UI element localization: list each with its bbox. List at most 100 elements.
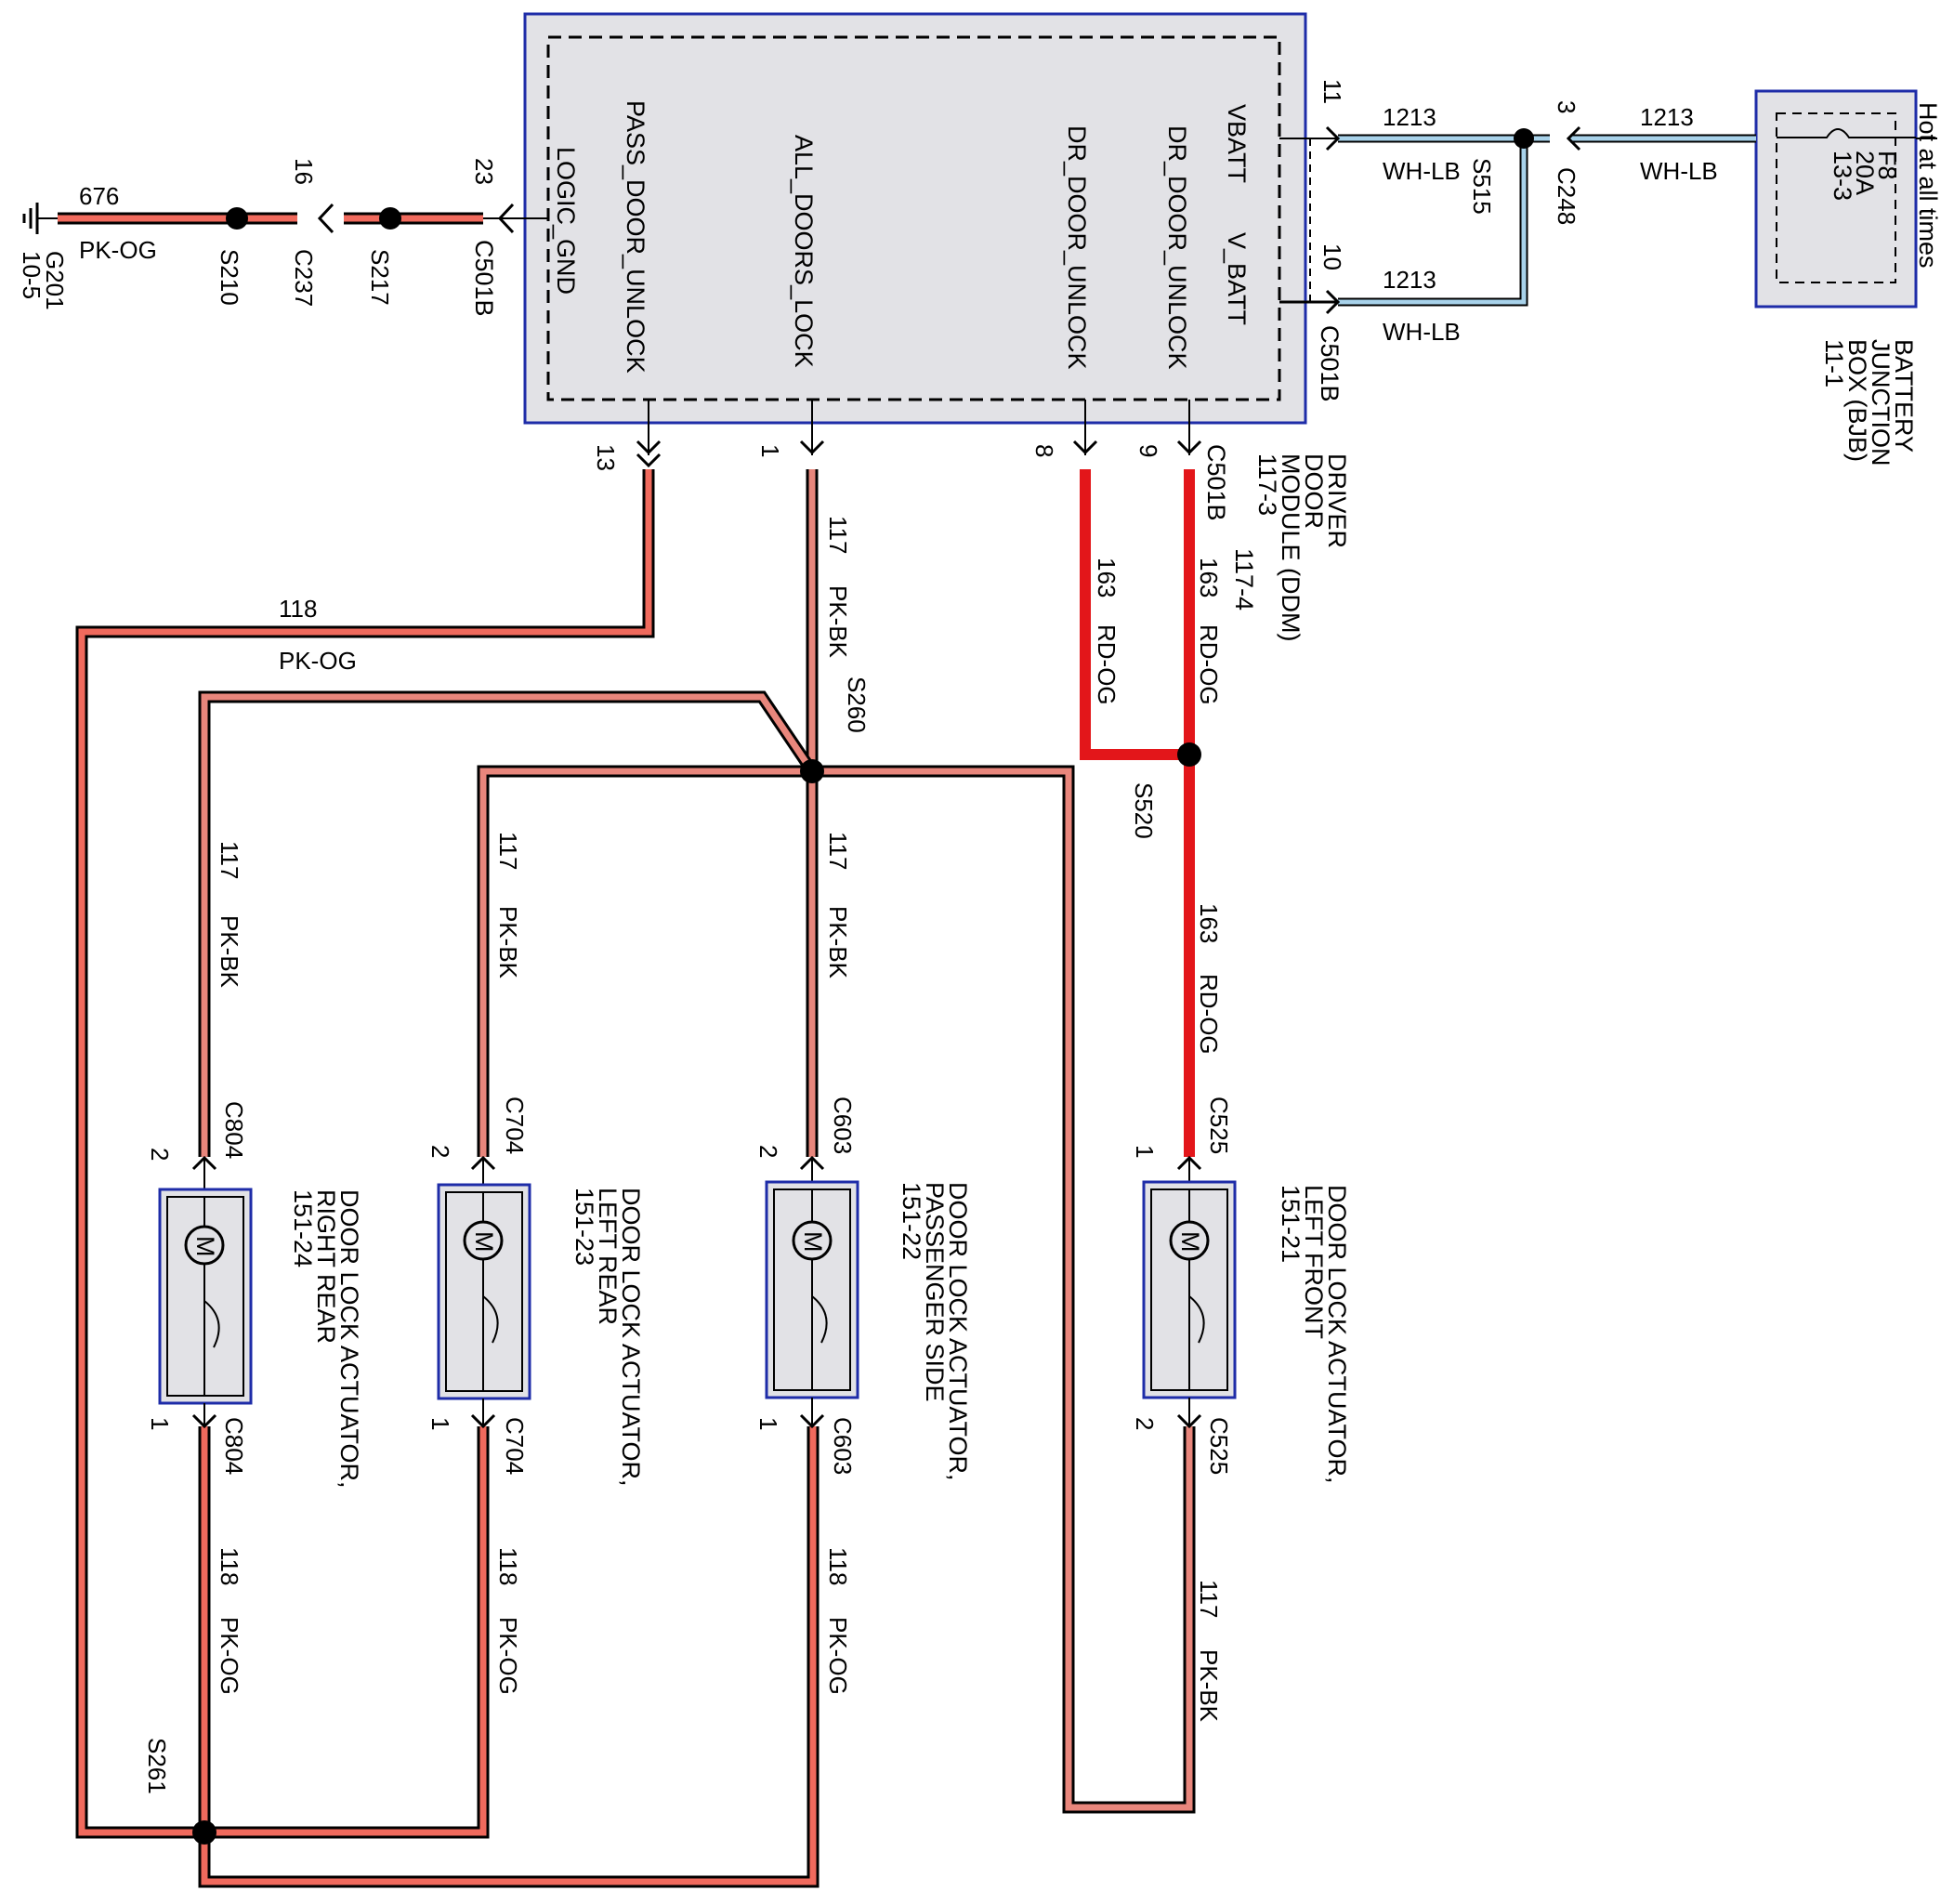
pin-name-pass-door-unlock: PASS_DOOR_UNLOCK bbox=[622, 100, 649, 374]
svg-text:PK-BK: PK-BK bbox=[824, 585, 852, 659]
svg-text:23: 23 bbox=[470, 158, 498, 185]
svg-text:1213: 1213 bbox=[1383, 266, 1436, 294]
splice-s520 bbox=[1177, 742, 1201, 767]
actuator-name-right-rear: DOOR LOCK ACTUATOR, RIGHT REAR 151-24 bbox=[289, 1189, 363, 1489]
svg-text:20A: 20A bbox=[1851, 151, 1879, 195]
svg-text:117: 117 bbox=[824, 832, 852, 870]
splice-s260 bbox=[800, 759, 824, 783]
svg-text:676: 676 bbox=[79, 182, 119, 210]
svg-text:117-4: 117-4 bbox=[1230, 548, 1258, 611]
svg-text:117: 117 bbox=[216, 841, 243, 879]
svg-text:117: 117 bbox=[1195, 1580, 1223, 1618]
connector-c237: C237 bbox=[290, 249, 318, 307]
svg-text:PK-OG: PK-OG bbox=[824, 1617, 852, 1695]
actuator-left-rear bbox=[437, 1155, 531, 1429]
svg-text:DOOR LOCK ACTUATOR,: DOOR LOCK ACTUATOR, bbox=[1323, 1185, 1351, 1484]
svg-text:C525: C525 bbox=[1205, 1417, 1233, 1475]
splice-s515 bbox=[1514, 128, 1534, 149]
pin-name-v-batt: V_BATT bbox=[1223, 232, 1251, 325]
svg-text:1: 1 bbox=[426, 1417, 454, 1430]
fuse-label: F8 20A 13-3 bbox=[1829, 151, 1901, 201]
svg-text:2: 2 bbox=[754, 1145, 782, 1158]
svg-text:M: M bbox=[191, 1236, 219, 1257]
svg-text:LEFT REAR: LEFT REAR bbox=[594, 1188, 622, 1325]
pin-name-dr-door-unlock-2: DR_DOOR_UNLOCK bbox=[1063, 125, 1091, 370]
svg-text:16: 16 bbox=[290, 158, 318, 185]
svg-text:PK-BK: PK-BK bbox=[1195, 1649, 1223, 1723]
svg-text:DRIVER: DRIVER bbox=[1323, 453, 1351, 548]
svg-text:F8: F8 bbox=[1873, 151, 1901, 180]
motor-icon bbox=[792, 1220, 833, 1261]
ddm-title: DRIVER DOOR MODULE (DDM) 117-3 117-4 bbox=[1230, 453, 1351, 642]
pin-name-all-doors-lock: ALL_DOORS_LOCK bbox=[790, 135, 818, 368]
svg-text:RD-OG: RD-OG bbox=[1195, 974, 1223, 1055]
svg-text:C804: C804 bbox=[220, 1417, 248, 1475]
svg-text:1213: 1213 bbox=[1640, 103, 1694, 131]
svg-text:PK-OG: PK-OG bbox=[79, 236, 157, 264]
svg-text:PK-OG: PK-OG bbox=[279, 647, 357, 675]
svg-text:C704: C704 bbox=[501, 1096, 529, 1154]
pin-name-logic-gnd: LOGIC_GND bbox=[552, 147, 580, 295]
connector-c501b-right: C501B bbox=[1316, 325, 1344, 402]
splice-s261 bbox=[192, 1820, 216, 1845]
ground-wires bbox=[22, 203, 548, 234]
svg-text:1: 1 bbox=[754, 1417, 782, 1430]
svg-text:RD-OG: RD-OG bbox=[1093, 624, 1121, 705]
hot-at-all-times: Hot at all times bbox=[1914, 102, 1942, 269]
pin-name-dr-door-unlock: DR_DOOR_UNLOCK bbox=[1163, 125, 1191, 370]
svg-text:10-5: 10-5 bbox=[18, 251, 46, 299]
svg-text:C704: C704 bbox=[501, 1417, 529, 1475]
svg-text:WH-LB: WH-LB bbox=[1383, 157, 1461, 185]
svg-text:C603: C603 bbox=[829, 1417, 857, 1475]
svg-text:S520: S520 bbox=[1130, 782, 1158, 839]
splice-s210-label: S210 bbox=[216, 249, 243, 306]
svg-text:2: 2 bbox=[1131, 1417, 1159, 1430]
svg-text:DOOR LOCK ACTUATOR,: DOOR LOCK ACTUATOR, bbox=[617, 1188, 645, 1487]
motor-icon bbox=[184, 1225, 225, 1266]
svg-text:117: 117 bbox=[824, 516, 852, 554]
driver-door-module bbox=[523, 12, 1307, 425]
svg-text:RD-OG: RD-OG bbox=[1195, 624, 1223, 705]
svg-text:118: 118 bbox=[494, 1547, 522, 1585]
svg-text:1: 1 bbox=[146, 1417, 174, 1430]
bjb-title: BATTERY JUNCTION BOX (BJB) 11-1 bbox=[1820, 339, 1918, 466]
svg-text:M: M bbox=[1176, 1231, 1204, 1253]
actuator-right-rear bbox=[158, 1155, 253, 1429]
svg-text:151-24: 151-24 bbox=[289, 1189, 317, 1267]
svg-text:MODULE (DDM): MODULE (DDM) bbox=[1277, 453, 1305, 642]
splice-s515-label: S515 bbox=[1468, 158, 1496, 215]
svg-text:2: 2 bbox=[146, 1148, 174, 1161]
switch-icon bbox=[811, 1295, 828, 1344]
svg-text:151-21: 151-21 bbox=[1277, 1185, 1305, 1263]
svg-text:PK-BK: PK-BK bbox=[216, 915, 243, 989]
svg-text:C804: C804 bbox=[220, 1101, 248, 1159]
ground-icon bbox=[22, 203, 58, 234]
svg-text:13-3: 13-3 bbox=[1829, 151, 1856, 201]
connector-c501b-bottom: C501B bbox=[1202, 444, 1230, 521]
svg-text:13: 13 bbox=[592, 444, 620, 471]
switch-icon bbox=[482, 1295, 499, 1344]
harness-wires bbox=[75, 400, 1202, 1888]
svg-text:117-3: 117-3 bbox=[1253, 453, 1281, 516]
motor-icon bbox=[463, 1220, 504, 1261]
svg-text:118: 118 bbox=[824, 1547, 852, 1585]
svg-text:C525: C525 bbox=[1205, 1096, 1233, 1154]
actuator-left-front bbox=[1142, 1155, 1237, 1429]
battery-junction-box bbox=[1754, 89, 1918, 309]
svg-text:2: 2 bbox=[426, 1145, 454, 1158]
fuse-icon bbox=[1777, 128, 1916, 138]
svg-text:BATTERY: BATTERY bbox=[1890, 339, 1918, 453]
svg-text:PK-BK: PK-BK bbox=[494, 906, 522, 979]
svg-text:11: 11 bbox=[1318, 79, 1346, 104]
svg-text:JUNCTION: JUNCTION bbox=[1867, 339, 1895, 466]
svg-text:151-23: 151-23 bbox=[570, 1188, 598, 1266]
svg-text:117: 117 bbox=[494, 832, 522, 870]
svg-text:163: 163 bbox=[1093, 558, 1121, 597]
svg-text:LEFT FRONT: LEFT FRONT bbox=[1300, 1185, 1328, 1339]
actuator-name-left-front: DOOR LOCK ACTUATOR, LEFT FRONT 151-21 bbox=[1277, 1185, 1351, 1484]
svg-text:1: 1 bbox=[756, 444, 784, 457]
svg-text:S260: S260 bbox=[843, 676, 871, 733]
switch-icon bbox=[1188, 1295, 1205, 1344]
svg-text:PK-BK: PK-BK bbox=[824, 906, 852, 979]
